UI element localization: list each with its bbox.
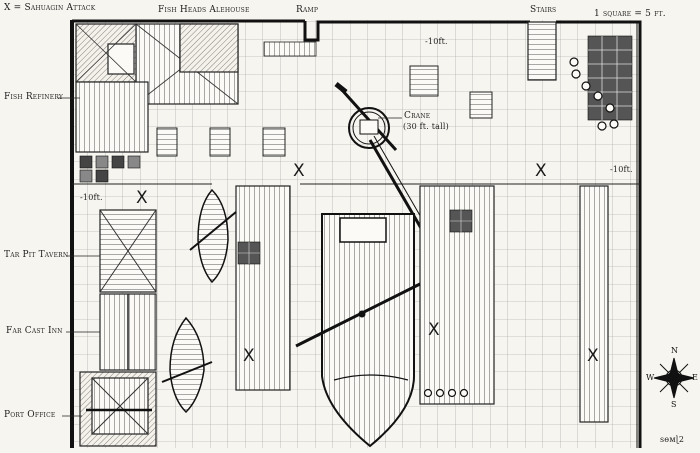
compass-w: W xyxy=(646,373,655,382)
elevation-left: -10ft. xyxy=(80,193,103,202)
label-tar-pit-tavern: Tar Pit Tavern xyxy=(4,250,69,260)
label-far-cast-inn: Far Cast Inn xyxy=(6,326,63,336)
right-pier xyxy=(579,185,609,423)
elevation-right: -10ft. xyxy=(610,165,633,174)
legend-attack: X = Sahuagin Attack xyxy=(4,3,96,13)
large-ship xyxy=(295,213,421,448)
label-crane: Crane xyxy=(404,111,431,121)
far-cast-inn xyxy=(99,293,157,371)
rowboat-lower xyxy=(161,316,213,414)
compass-rose-icon xyxy=(653,357,695,399)
label-fish-refinery: Fish Refinery xyxy=(4,92,64,102)
label-port-office: Port Office xyxy=(4,410,56,420)
attack-marker-3: X xyxy=(136,188,148,208)
artist-signature: sɵмɭ2 xyxy=(660,435,685,444)
tar-pit-tavern xyxy=(99,209,157,293)
label-crane-height: (30 ft. tall) xyxy=(403,122,449,131)
label-ramp: Ramp xyxy=(296,5,319,15)
attack-marker-2: X xyxy=(535,161,547,181)
barrels xyxy=(569,57,619,131)
ramp xyxy=(263,41,317,57)
label-leaders xyxy=(58,97,402,417)
compass-e: E xyxy=(692,373,698,382)
port-office xyxy=(79,371,157,447)
fish-heads-alehouse xyxy=(135,23,239,105)
compass-n: N xyxy=(671,346,678,355)
stairs xyxy=(527,21,557,81)
attack-marker-5: X xyxy=(428,320,440,340)
compass-s: S xyxy=(671,400,677,409)
outer-walls xyxy=(70,19,642,448)
legend-scale: 1 square = 5 ft. xyxy=(594,9,666,19)
label-stairs: Stairs xyxy=(530,5,557,15)
pier-barrels xyxy=(423,388,469,398)
refinery-crates xyxy=(79,155,141,183)
left-pier xyxy=(235,185,291,391)
attack-marker-4: X xyxy=(243,346,255,366)
elevation-top: -10ft. xyxy=(425,37,448,46)
pier-crates xyxy=(237,209,473,265)
plank-bins xyxy=(156,65,493,157)
label-fish-heads-alehouse: Fish Heads Alehouse xyxy=(158,5,250,15)
fish-refinery xyxy=(75,23,149,153)
rowboat-upper xyxy=(189,188,237,284)
attack-marker-1: X xyxy=(293,161,305,181)
attack-marker-6: X xyxy=(587,346,599,366)
